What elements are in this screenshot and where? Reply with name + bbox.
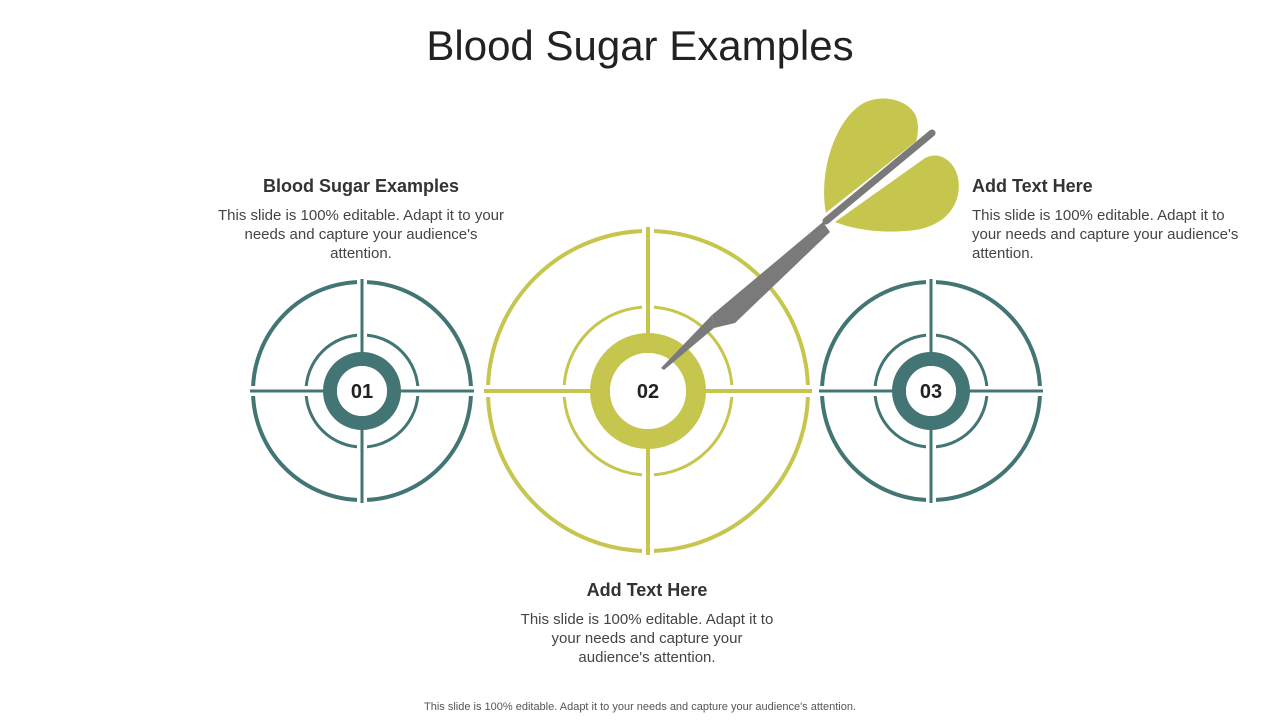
target-02 — [484, 227, 812, 555]
text-block-01: Blood Sugar Examples This slide is 100% … — [216, 176, 506, 263]
target-number-02: 02 — [637, 381, 659, 403]
target-number-03: 03 — [920, 381, 942, 403]
block-body: This slide is 100% editable. Adapt it to… — [520, 611, 774, 666]
target-03 — [819, 279, 1043, 503]
text-block-02: Add Text Here This slide is 100% editabl… — [516, 580, 778, 667]
target-01 — [250, 279, 474, 503]
block-heading: Add Text Here — [586, 580, 708, 600]
target-number-01: 01 — [351, 381, 373, 403]
dart-icon — [661, 98, 959, 370]
block-heading: Blood Sugar Examples — [262, 176, 460, 196]
block-heading: Add Text Here — [972, 176, 1093, 196]
text-block-03: Add Text Here This slide is 100% editabl… — [972, 176, 1252, 263]
footer-note: This slide is 100% editable. Adapt it to… — [424, 701, 856, 713]
slide-title: Blood Sugar Examples — [426, 22, 854, 69]
block-body: This slide is 100% editable. Adapt it to… — [218, 207, 504, 262]
block-body: This slide is 100% editable. Adapt it to… — [972, 207, 1239, 262]
